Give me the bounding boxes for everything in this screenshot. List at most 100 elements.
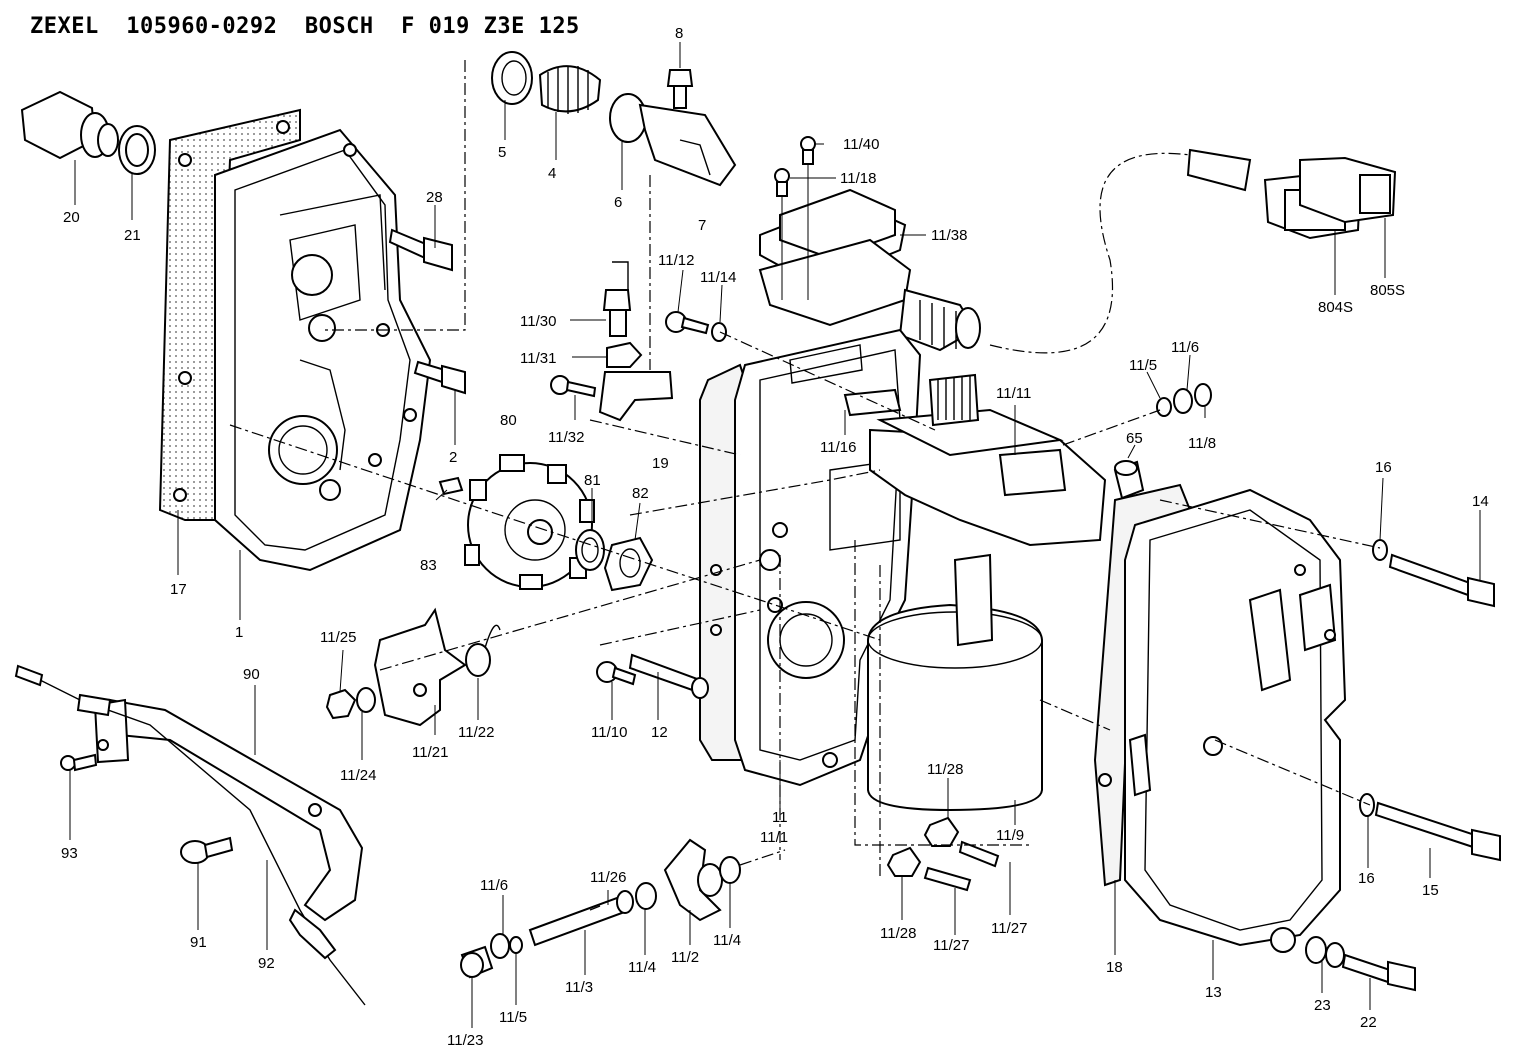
label-11-28-top: 11/28 (927, 761, 963, 778)
label-11-24: 11/24 (340, 767, 376, 784)
washer-11-8 (1194, 383, 1212, 407)
label-1: 1 (235, 624, 243, 641)
nut-82 (603, 536, 654, 592)
spring-4 (538, 65, 602, 114)
nut-11-25 (325, 688, 357, 720)
ring-11-5 (1156, 397, 1172, 417)
label-7: 7 (698, 217, 706, 234)
label-19: 19 (652, 455, 669, 472)
label-65: 65 (1126, 430, 1143, 447)
bolt-22 (1341, 953, 1416, 992)
bolt-28 (388, 228, 453, 272)
label-80: 80 (500, 412, 517, 429)
screw-11-10 (596, 661, 637, 686)
label-21: 21 (124, 227, 141, 244)
bolt-14 (1372, 539, 1495, 608)
label-82: 82 (632, 485, 649, 502)
label-83: 83 (420, 557, 437, 574)
label-22: 22 (1360, 1014, 1377, 1031)
label-11-3: 11/3 (565, 979, 593, 996)
label-8: 8 (675, 25, 683, 42)
washer-11-4b (719, 856, 741, 884)
ring-21 (118, 125, 156, 175)
bolt-91 (180, 836, 234, 864)
label-17: 17 (170, 581, 187, 598)
bolt-8 (666, 69, 694, 109)
nut-11-31 (606, 341, 643, 368)
label-11-4-right: 11/4 (713, 932, 741, 949)
washer-11-14 (711, 322, 727, 342)
lever-11-21 (373, 607, 467, 727)
part-labels: 20 21 28 5 4 8 6 7 11/40 11/18 11/38 804… (61, 25, 1489, 1049)
washer-11-4a (635, 882, 657, 910)
label-16-top: 16 (1375, 459, 1392, 476)
label-11-16: 11/16 (820, 439, 856, 456)
label-11-6-top: 11/6 (1171, 339, 1199, 356)
lever-7 (638, 103, 737, 187)
label-14: 14 (1472, 493, 1489, 510)
label-20: 20 (63, 209, 80, 226)
gear-80 (464, 454, 595, 590)
cable-bracket-90 (93, 698, 364, 922)
label-11-12: 11/12 (658, 252, 694, 269)
washer-11-24 (356, 687, 376, 713)
leader-lines (69, 42, 1481, 1028)
label-13: 13 (1205, 984, 1222, 1001)
ring-11-5b (509, 936, 523, 954)
governor-housing-1 (214, 128, 432, 572)
seal-5 (491, 51, 533, 105)
sleeve-11-23 (460, 945, 494, 979)
label-11-27-bottom: 11/27 (933, 937, 969, 954)
cap-20 (20, 90, 119, 160)
solenoid-11-9 (867, 553, 1043, 812)
label-11-11: 11/11 (996, 385, 1031, 402)
shaft-11-3 (528, 890, 634, 947)
stud-12 (628, 653, 709, 699)
washer-11-6 (1173, 388, 1193, 414)
cable-92 (14, 664, 366, 1006)
label-91: 91 (190, 934, 207, 951)
label-5: 5 (498, 144, 506, 161)
label-11: 11 (772, 809, 788, 826)
label-11-1: 11/1 (760, 829, 788, 846)
label-18: 18 (1106, 959, 1123, 976)
screw-11-27a (958, 840, 1000, 868)
label-15: 15 (1422, 882, 1439, 899)
label-11-14: 11/14 (700, 269, 736, 286)
screw-11-27b (923, 866, 972, 892)
screw-11-12 (665, 311, 710, 335)
sleeve-65 (1113, 460, 1145, 500)
nut-11-28a (923, 816, 960, 847)
collar-6 (609, 93, 647, 143)
label-90: 90 (243, 666, 260, 683)
plug-11-30 (602, 261, 632, 337)
washer-11-6b (490, 933, 510, 959)
label-23: 23 (1314, 997, 1331, 1014)
label-6: 6 (614, 194, 622, 211)
bolt-2 (413, 360, 466, 395)
label-11-22: 11/22 (458, 724, 494, 741)
label-81: 81 (584, 472, 601, 489)
label-11-32: 11/32 (548, 429, 584, 446)
label-11-8: 11/8 (1188, 435, 1216, 452)
cover-11-38 (758, 136, 981, 352)
cover-13 (1124, 488, 1347, 953)
screw-93 (60, 753, 98, 772)
washers-23 (1305, 936, 1345, 968)
label-16-bottom: 16 (1358, 870, 1375, 887)
label-93: 93 (61, 845, 78, 862)
bolt-15 (1359, 793, 1501, 862)
label-11-10: 11/10 (591, 724, 627, 741)
diagram-title: ZEXEL 105960-0292 BOSCH F 019 Z3E 125 (30, 14, 580, 39)
label-11-18: 11/18 (840, 170, 876, 187)
label-11-23: 11/23 (447, 1032, 483, 1049)
label-11-31: 11/31 (520, 350, 556, 367)
gasket-17 (158, 108, 301, 521)
ring-81 (575, 529, 605, 571)
lever-11-2 (663, 838, 723, 922)
spring-11-22 (465, 624, 501, 677)
label-11-38: 11/38 (931, 227, 967, 244)
label-11-26: 11/26 (590, 869, 626, 886)
label-4: 4 (548, 165, 556, 182)
